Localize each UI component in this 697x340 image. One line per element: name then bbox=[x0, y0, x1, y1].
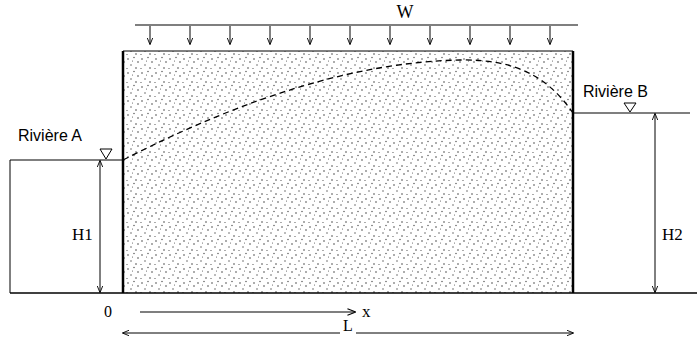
river-label: Rivière B bbox=[583, 84, 648, 100]
h2-dimension bbox=[655, 114, 656, 292]
recharge-arrow bbox=[470, 26, 471, 44]
water-level-symbol bbox=[624, 103, 636, 112]
recharge-arrow bbox=[510, 26, 511, 44]
recharge-arrow bbox=[550, 26, 551, 44]
river-a-bank bbox=[10, 160, 11, 293]
recharge-label: W bbox=[397, 3, 414, 21]
recharge-arrow bbox=[430, 26, 431, 44]
right-wall bbox=[572, 51, 575, 293]
recharge-arrows bbox=[150, 26, 550, 44]
recharge-arrow bbox=[390, 26, 391, 44]
origin-label: 0 bbox=[104, 304, 112, 320]
recharge-arrow bbox=[190, 26, 191, 44]
recharge-arrow bbox=[270, 26, 271, 44]
axis-label: x bbox=[362, 303, 371, 320]
recharge-arrow bbox=[150, 26, 151, 44]
recharge-arrow bbox=[350, 26, 351, 44]
top-surface bbox=[123, 51, 573, 52]
river-b-level bbox=[573, 112, 690, 113]
water-level-symbol bbox=[100, 149, 112, 159]
water-table bbox=[123, 60, 573, 160]
dimension-label: H2 bbox=[662, 226, 683, 243]
recharge-arrow bbox=[310, 26, 311, 44]
river-label: Rivière A bbox=[18, 128, 82, 144]
x-axis bbox=[140, 311, 355, 312]
aquifer bbox=[123, 51, 573, 293]
dimension-label: H1 bbox=[72, 226, 93, 243]
h1-dimension bbox=[100, 161, 101, 292]
recharge-arrow bbox=[230, 26, 231, 44]
left-wall bbox=[122, 51, 125, 293]
dimension-label: L bbox=[340, 318, 356, 334]
recharge-line bbox=[135, 24, 578, 25]
ground-line bbox=[10, 292, 697, 294]
